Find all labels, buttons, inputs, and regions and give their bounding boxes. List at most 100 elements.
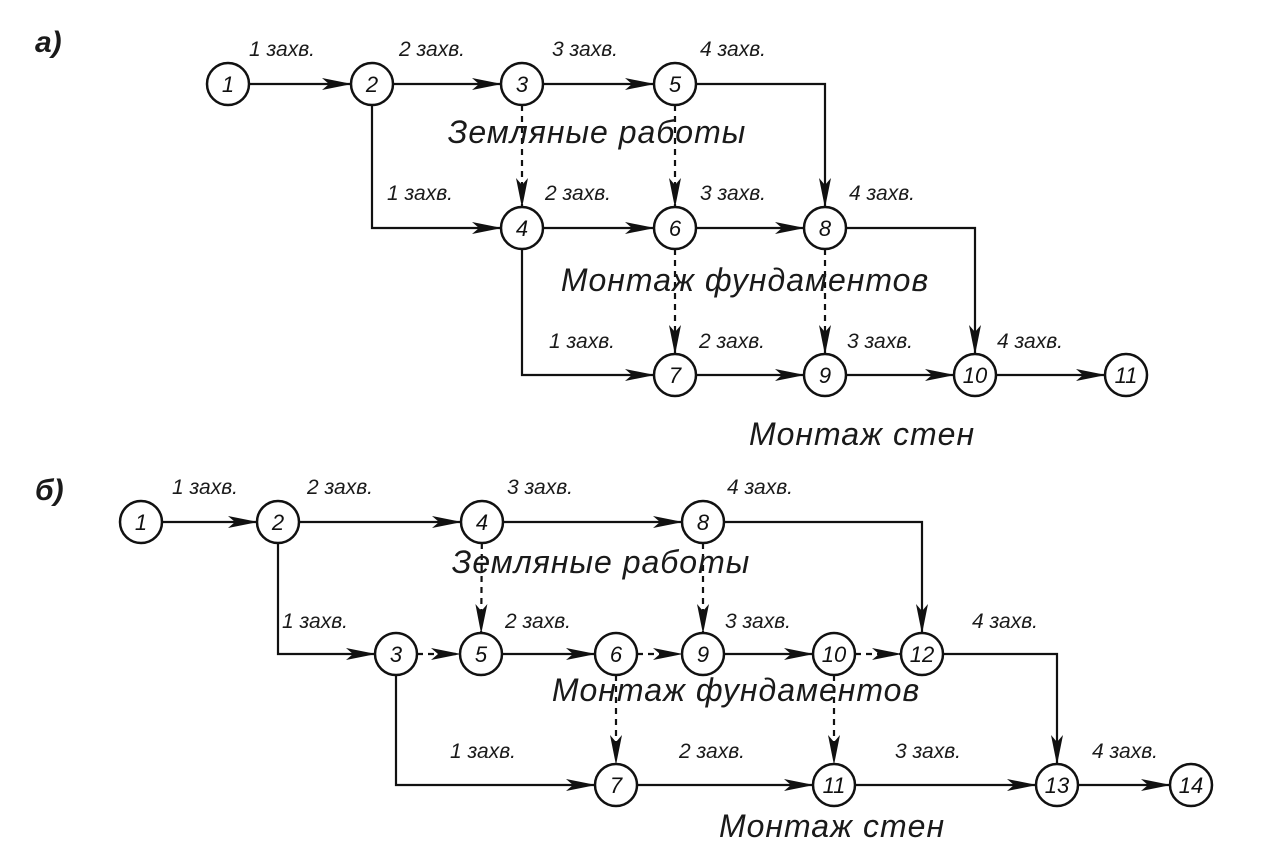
arc-label-b-7-11: 2 захв.: [678, 740, 745, 763]
event-node-b-14: 14: [1168, 762, 1214, 808]
event-node-a-7: 7: [652, 352, 698, 398]
event-node-b-8: 8: [680, 499, 726, 545]
event-node-b-9: 9: [680, 631, 726, 677]
section-label-a-0: Земляные работы: [448, 114, 747, 150]
node-circle: [373, 631, 419, 677]
event-node-b-13: 13: [1034, 762, 1080, 808]
event-node-b-7: 7: [593, 762, 639, 808]
event-node-b-2: 2: [255, 499, 301, 545]
node-number: 1: [135, 510, 147, 535]
node-number: 6: [610, 642, 623, 667]
section-label-a-1: Монтаж фундаментов: [561, 262, 929, 298]
arc-b-3-7: [394, 675, 596, 791]
node-number: 7: [669, 363, 682, 388]
arc-label-b-12-13: 4 захв.: [972, 610, 1038, 633]
arc-label-a-4-7: 1 захв.: [549, 330, 615, 353]
event-node-a-4: 4: [499, 205, 545, 251]
arc-label-b-1-2: 1 захв.: [172, 476, 238, 499]
node-number: 11: [1115, 363, 1138, 388]
node-circle: [593, 631, 639, 677]
event-node-b-1: 1: [118, 499, 164, 545]
arc-label-a-8-10: 4 захв.: [849, 182, 915, 205]
node-circle: [349, 61, 395, 107]
arc-label-a-1-2: 1 захв.: [249, 38, 315, 61]
node-circle: [205, 61, 251, 107]
arc-label-a-7-9: 2 захв.: [698, 330, 765, 353]
event-node-a-5: 5: [652, 61, 698, 107]
event-node-b-10: 10: [811, 631, 857, 677]
event-node-b-4: 4: [459, 499, 505, 545]
event-node-a-10: 10: [952, 352, 998, 398]
section-label-b-2: Монтаж стен: [719, 808, 945, 844]
node-circle: [1034, 762, 1080, 808]
node-number: 3: [390, 642, 403, 667]
node-circle: [1103, 352, 1149, 398]
node-number: 8: [697, 510, 710, 535]
event-node-a-11: 11: [1103, 352, 1149, 398]
arc-a-5-8: [696, 82, 831, 208]
node-number: 4: [476, 510, 488, 535]
event-node-a-2: 2: [349, 61, 395, 107]
arc-label-b-9-10: 3 захв.: [725, 610, 791, 633]
node-number: 5: [475, 642, 488, 667]
event-node-b-3: 3: [373, 631, 419, 677]
event-node-b-11: 11: [811, 762, 857, 808]
node-number: 9: [697, 642, 709, 667]
node-number: 10: [822, 642, 847, 667]
node-circle: [652, 352, 698, 398]
arc-label-b-8-12: 4 захв.: [727, 476, 793, 499]
event-node-a-8: 8: [802, 205, 848, 251]
node-number: 6: [669, 216, 682, 241]
node-number: 1: [222, 72, 234, 97]
arc-label-b-2-4: 2 захв.: [306, 476, 373, 499]
arc-label-a-10-11: 4 захв.: [997, 330, 1063, 353]
node-number: 2: [271, 510, 284, 535]
node-circle: [499, 61, 545, 107]
node-number: 12: [910, 642, 934, 667]
node-number: 3: [516, 72, 529, 97]
arc-label-a-9-10: 3 захв.: [847, 330, 913, 353]
node-circle: [593, 762, 639, 808]
node-circle: [899, 631, 945, 677]
arc-a-2-4: [370, 105, 502, 234]
node-number: 2: [365, 72, 378, 97]
node-circle: [811, 762, 857, 808]
node-number: 11: [823, 773, 846, 798]
arc-b-12-13: [943, 652, 1063, 765]
node-circle: [811, 631, 857, 677]
event-node-b-5: 5: [458, 631, 504, 677]
event-node-a-1: 1: [205, 61, 251, 107]
event-node-a-6: 6: [652, 205, 698, 251]
node-circle: [802, 352, 848, 398]
arc-label-a-4-6: 2 захв.: [544, 182, 611, 205]
section-label-b-1: Монтаж фундаментов: [552, 672, 920, 708]
arc-label-a-2-4: 1 захв.: [387, 182, 453, 205]
arc-b-8-12: [724, 520, 928, 634]
arc-label-b-2-3: 1 захв.: [282, 610, 348, 633]
node-circle: [499, 205, 545, 251]
node-number: 9: [819, 363, 831, 388]
event-node-a-9: 9: [802, 352, 848, 398]
arc-label-a-6-8: 3 захв.: [700, 182, 766, 205]
arc-label-b-3-7: 1 захв.: [450, 740, 516, 763]
node-number: 10: [963, 363, 988, 388]
event-node-a-3: 3: [499, 61, 545, 107]
node-number: 14: [1179, 773, 1203, 798]
node-number: 5: [669, 72, 682, 97]
arc-label-b-13-14: 4 захв.: [1092, 740, 1158, 763]
node-circle: [652, 61, 698, 107]
node-circle: [680, 631, 726, 677]
node-number: 8: [819, 216, 832, 241]
node-number: 13: [1045, 773, 1070, 798]
node-circle: [680, 499, 726, 545]
section-label-b-0: Земляные работы: [452, 544, 751, 580]
event-node-b-6: 6: [593, 631, 639, 677]
arc-label-a-2-3: 2 захв.: [398, 38, 465, 61]
section-label-a-2: Монтаж стен: [749, 416, 975, 452]
node-circle: [1168, 762, 1214, 808]
node-circle: [118, 499, 164, 545]
arc-b-4-5: [475, 542, 488, 635]
node-circle: [255, 499, 301, 545]
arc-label-b-5-6: 2 захв.: [504, 610, 571, 633]
